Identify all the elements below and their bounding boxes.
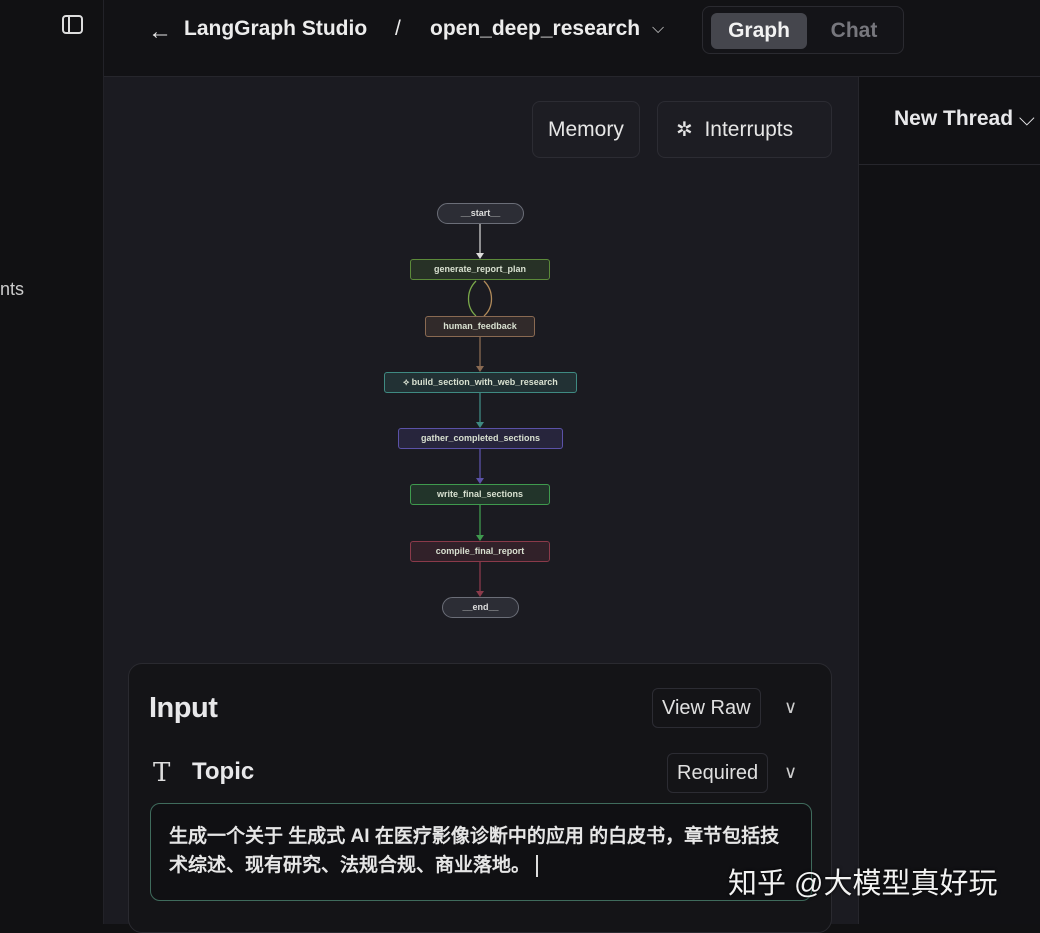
edge-arrow <box>476 478 484 484</box>
input-title: Input <box>149 692 218 724</box>
graph-node[interactable]: __end__ <box>442 597 519 618</box>
edge-arrow <box>476 253 484 259</box>
graph-edges <box>467 224 493 597</box>
text-caret <box>536 854 538 877</box>
graph-node[interactable]: human_feedback <box>425 316 535 337</box>
graph-node[interactable]: write_final_sections <box>410 484 550 505</box>
edge-arrow <box>476 591 484 597</box>
field-label: Topic <box>192 758 255 785</box>
app-title[interactable]: LangGraph Studio <box>184 17 368 40</box>
tab-graph[interactable]: Graph <box>711 13 807 49</box>
sidebar: nts <box>0 0 104 924</box>
view-toggle: Graph Chat <box>702 6 904 54</box>
view-raw-button[interactable]: View Raw <box>652 688 761 728</box>
edge-arrow <box>476 535 484 541</box>
required-badge[interactable]: Required <box>667 753 769 793</box>
sidebar-item-label[interactable]: nts <box>0 279 25 299</box>
thread-title: New Thread <box>894 107 1014 130</box>
topic-input-value: 生成一个关于 生成式 AI 在医疗影像诊断中的应用 的白皮书，章节包括技术综述、… <box>169 826 780 876</box>
breadcrumb-separator: / <box>395 17 401 40</box>
input-panel: Input View Raw ∨ T Topic Required ∨ 生成一个… <box>128 663 832 933</box>
edge-arrow <box>476 366 484 372</box>
graph-node[interactable]: __start__ <box>437 203 524 224</box>
graph-node[interactable]: ⟡ build_section_with_web_research <box>384 372 577 393</box>
graph-edge <box>483 280 493 317</box>
text-type-icon: T <box>153 758 171 788</box>
interrupts-button[interactable]: ✲ Interrupts <box>657 101 832 158</box>
header: ← LangGraph Studio / open_deep_research … <box>104 0 1040 77</box>
bug-icon: ✲ <box>676 119 693 141</box>
chevron-down-icon: ⌵ <box>1018 107 1035 130</box>
graph-edge <box>467 280 477 317</box>
graph-node[interactable]: compile_final_report <box>410 541 550 562</box>
graph-node[interactable]: generate_report_plan <box>410 259 550 280</box>
chevron-down-icon[interactable]: ∨ <box>784 762 798 782</box>
watermark: 知乎 @大模型真好玩 <box>728 868 998 900</box>
thread-panel: New Thread ⌵ <box>858 77 1040 924</box>
topic-input[interactable]: 生成一个关于 生成式 AI 在医疗影像诊断中的应用 的白皮书，章节包括技术综述、… <box>150 803 812 901</box>
thread-selector[interactable]: New Thread ⌵ <box>859 77 1040 165</box>
memory-button[interactable]: Memory <box>532 101 640 158</box>
chevron-down-icon[interactable]: ⌵ <box>652 20 665 37</box>
sidebar-toggle-icon[interactable] <box>62 15 83 34</box>
edge-arrow <box>476 422 484 428</box>
arrow-left-icon[interactable]: ← <box>148 18 172 45</box>
graph-selector[interactable]: open_deep_research <box>430 17 641 40</box>
chevron-down-icon[interactable]: ∨ <box>784 697 798 717</box>
interrupts-label: Interrupts <box>704 118 794 141</box>
tab-chat[interactable]: Chat <box>830 19 878 42</box>
graph-node[interactable]: gather_completed_sections <box>398 428 563 449</box>
